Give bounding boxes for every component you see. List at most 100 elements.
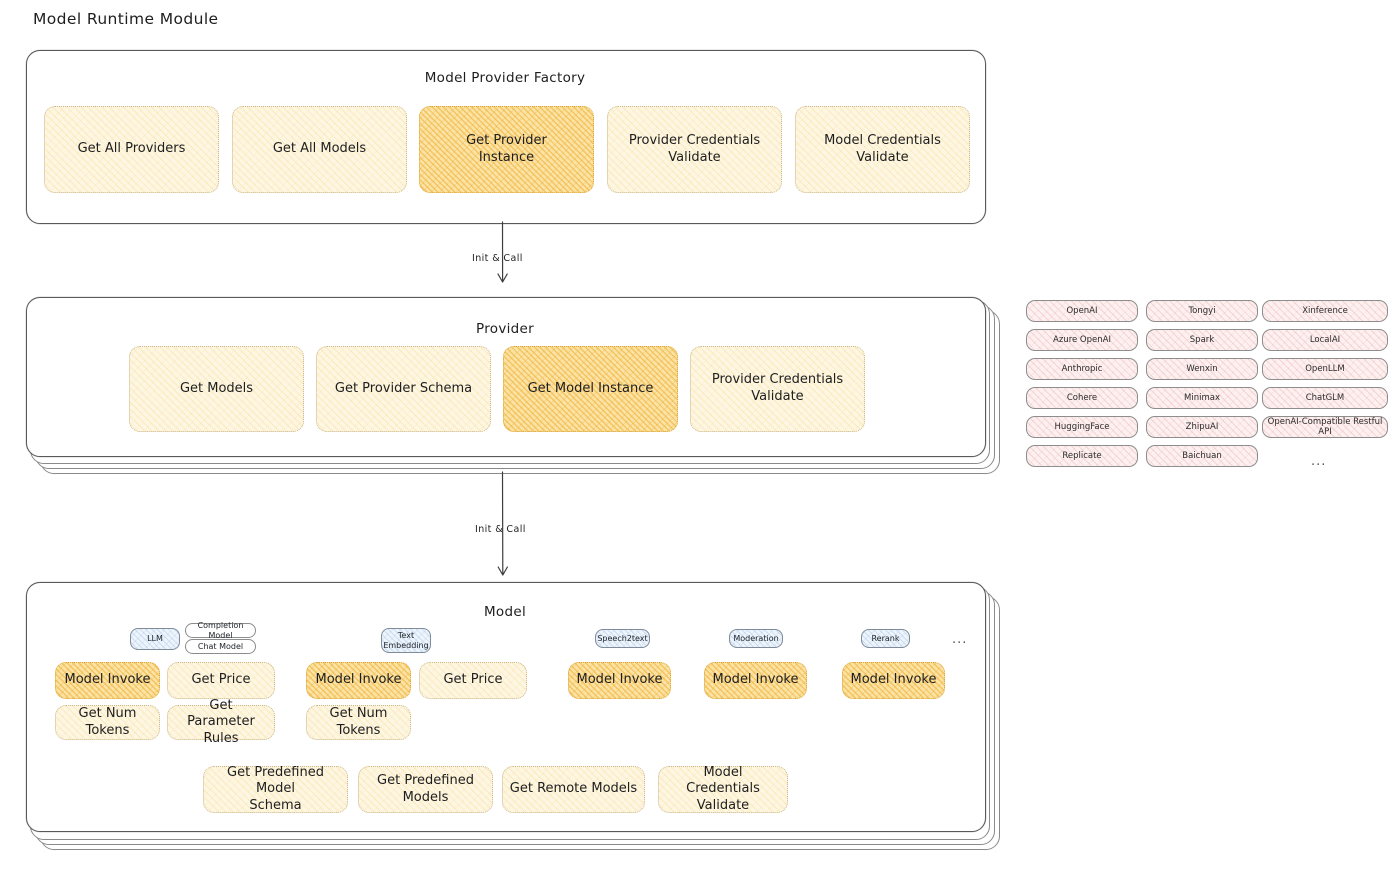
chip-label: Replicate <box>1062 451 1102 461</box>
node-label: Get Price <box>191 672 251 688</box>
page-title: Model Runtime Module <box>33 10 219 28</box>
provider-chip-localai[interactable]: LocalAI <box>1262 329 1388 351</box>
model-title: Model <box>483 604 527 620</box>
provider-chip-spark[interactable]: Spark <box>1146 329 1258 351</box>
model-type-badge-rerank[interactable]: Rerank <box>861 629 910 648</box>
badge-label: Rerank <box>871 633 900 643</box>
speech2text-method-model-invoke[interactable]: Model Invoke <box>568 662 671 699</box>
arrow-label-init-and-call-2: Init & Call <box>475 524 526 535</box>
node-label: Model Invoke <box>712 672 799 688</box>
node-label: Get Num Tokens <box>329 705 388 738</box>
provider-chip-xinference[interactable]: Xinference <box>1262 300 1388 322</box>
badge-label: Speech2text <box>597 633 648 643</box>
provider-chip-wenxin[interactable]: Wenxin <box>1146 358 1258 380</box>
provider-chip-chatglm[interactable]: ChatGLM <box>1262 387 1388 409</box>
provider-list-more: ... <box>1311 454 1327 469</box>
model-shared-get-remote-models[interactable]: Get Remote Models <box>502 766 645 813</box>
arrow-provider-to-model <box>497 471 508 576</box>
provider-node-get-model-instance[interactable]: Get Model Instance <box>503 346 678 432</box>
model-type-badge-moderation[interactable]: Moderation <box>729 629 783 648</box>
node-label: Get Price <box>443 672 503 688</box>
node-label: Get Models <box>179 380 254 396</box>
chip-label: ZhipuAI <box>1185 422 1219 432</box>
node-label: Model Invoke <box>576 672 663 688</box>
provider-title: Provider <box>476 321 534 337</box>
provider-chip-openai-compatible-restful-api[interactable]: OpenAI-Compatible Restful API <box>1262 416 1388 438</box>
text-embedding-method-get-price[interactable]: Get Price <box>419 662 527 699</box>
model-types-more: ... <box>952 632 968 647</box>
factory-node-get-all-providers[interactable]: Get All Providers <box>44 106 219 193</box>
node-label: Model Invoke <box>315 672 402 688</box>
chip-label: Baichuan <box>1182 451 1222 461</box>
text-embedding-method-get-num-tokens[interactable]: Get Num Tokens <box>306 705 411 740</box>
moderation-method-model-invoke[interactable]: Model Invoke <box>704 662 807 699</box>
model-provider-factory-title: Model Provider Factory <box>424 70 586 86</box>
node-label: Get All Providers <box>77 141 186 157</box>
llm-method-model-invoke[interactable]: Model Invoke <box>55 662 160 699</box>
provider-chip-azure-openai[interactable]: Azure OpenAI <box>1026 329 1138 351</box>
provider-chip-zhipuai[interactable]: ZhipuAI <box>1146 416 1258 438</box>
model-type-badge-llm[interactable]: LLM <box>130 628 180 650</box>
provider-node-get-provider-schema[interactable]: Get Provider Schema <box>316 346 491 432</box>
provider-node-get-models[interactable]: Get Models <box>129 346 304 432</box>
text-embedding-method-model-invoke[interactable]: Model Invoke <box>306 662 411 699</box>
chip-label: LocalAI <box>1309 335 1341 345</box>
chip-label: Cohere <box>1066 393 1098 403</box>
chip-label: OpenAI <box>1066 306 1098 316</box>
chip-label: Wenxin <box>1186 364 1218 374</box>
node-label: Get Model Instance <box>527 380 654 396</box>
provider-chip-cohere[interactable]: Cohere <box>1026 387 1138 409</box>
badge-label: LLM <box>147 634 163 644</box>
provider-chip-anthropic[interactable]: Anthropic <box>1026 358 1138 380</box>
badge-label: Completion Model <box>197 620 244 640</box>
chip-label: Azure OpenAI <box>1053 335 1111 345</box>
provider-chip-huggingface[interactable]: HuggingFace <box>1026 416 1138 438</box>
chip-label: HuggingFace <box>1054 422 1110 432</box>
rerank-method-model-invoke[interactable]: Model Invoke <box>842 662 945 699</box>
chip-label: Spark <box>1189 335 1215 345</box>
chip-label: ChatGLM <box>1305 393 1345 403</box>
arrow-label-init-and-call-1: Init & Call <box>472 253 523 264</box>
provider-chip-tongyi[interactable]: Tongyi <box>1146 300 1258 322</box>
chip-label: OpenAI-Compatible Restful API <box>1267 417 1383 437</box>
llm-method-get-num-tokens[interactable]: Get Num Tokens <box>55 705 160 740</box>
chip-label: Minimax <box>1184 393 1220 403</box>
model-type-badge-speech2text[interactable]: Speech2text <box>595 629 650 648</box>
node-label: Get Provider Schema <box>334 380 473 396</box>
badge-label: Moderation <box>733 633 779 643</box>
model-sub-badge-chat-model[interactable]: Chat Model <box>185 639 256 654</box>
factory-node-get-all-models[interactable]: Get All Models <box>232 106 407 193</box>
chip-label: OpenLLM <box>1305 364 1345 374</box>
arrow-factory-to-provider <box>497 221 508 283</box>
model-container <box>26 582 986 832</box>
provider-chip-baichuan[interactable]: Baichuan <box>1146 445 1258 467</box>
provider-chip-openai[interactable]: OpenAI <box>1026 300 1138 322</box>
node-label: Model Invoke <box>850 672 937 688</box>
provider-chip-minimax[interactable]: Minimax <box>1146 387 1258 409</box>
llm-method-get-price[interactable]: Get Price <box>167 662 275 699</box>
chip-label: Anthropic <box>1061 364 1103 374</box>
model-sub-badge-completion-model[interactable]: Completion Model <box>185 620 256 640</box>
provider-chip-replicate[interactable]: Replicate <box>1026 445 1138 467</box>
chip-label: Xinference <box>1302 306 1348 316</box>
node-label: Get All Models <box>272 141 367 157</box>
badge-label: Chat Model <box>197 641 244 651</box>
provider-chip-openllm[interactable]: OpenLLM <box>1262 358 1388 380</box>
